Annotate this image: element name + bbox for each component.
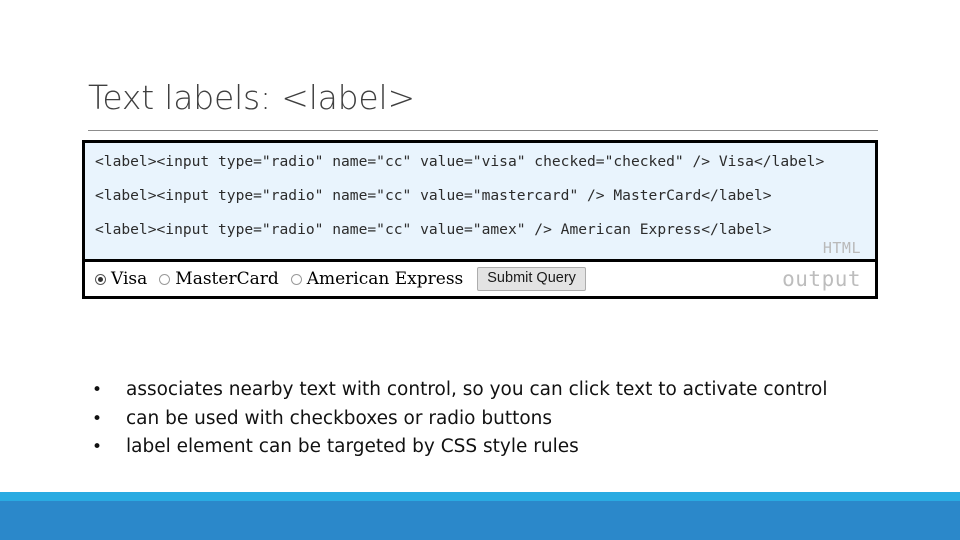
radio-label-visa: Visa [111, 269, 148, 289]
output-panel: Visa MasterCard American Express Submit … [85, 262, 875, 296]
output-tag: output [782, 267, 861, 291]
radio-option-visa[interactable]: Visa [95, 269, 147, 289]
code-output-frame: <label><input type="radio" name="cc" val… [82, 140, 878, 299]
code-panel: <label><input type="radio" name="cc" val… [85, 143, 875, 259]
bullet-text: label element can be targeted by CSS sty… [126, 436, 579, 457]
submit-query-button[interactable]: Submit Query [477, 267, 586, 291]
footer-band-light [0, 492, 960, 501]
bullet-text: can be used with checkboxes or radio but… [126, 407, 553, 429]
code-line-amex: <label><input type="radio" name="cc" val… [95, 221, 772, 238]
language-tag: HTML [822, 239, 861, 257]
code-line-visa: <label><input type="radio" name="cc" val… [95, 153, 825, 170]
bullet-marker: • [92, 380, 103, 400]
footer-band-dark [0, 501, 960, 540]
radio-option-amex[interactable]: American Express [290, 269, 464, 289]
radio-group: Visa MasterCard American Express [95, 269, 475, 289]
title-divider [88, 130, 878, 131]
radio-option-mastercard[interactable]: MasterCard [159, 269, 279, 289]
list-item: • associates nearby text with control, s… [88, 376, 878, 405]
radio-label-mastercard: MasterCard [175, 269, 279, 289]
code-block: <label><input type="radio" name="cc" val… [85, 185, 875, 207]
frame-divider [85, 259, 875, 262]
bullet-marker: • [92, 408, 103, 429]
radio-unselected-icon[interactable] [290, 273, 302, 285]
list-item: • can be used with checkboxes or radio b… [88, 405, 878, 434]
bullet-marker: • [92, 437, 103, 457]
code-block: <label><input type="radio" name="cc" val… [85, 151, 875, 173]
radio-label-amex: American Express [306, 269, 464, 289]
list-item: • label element can be targeted by CSS s… [88, 433, 878, 462]
code-block: <label><input type="radio" name="cc" val… [85, 219, 875, 241]
code-line-mastercard: <label><input type="radio" name="cc" val… [95, 187, 772, 204]
radio-unselected-icon[interactable] [159, 273, 171, 285]
bullet-text: associates nearby text with control, so … [126, 379, 828, 400]
radio-selected-icon[interactable] [95, 273, 106, 285]
bullet-list: • associates nearby text with control, s… [88, 376, 878, 462]
page-title: Text labels: <label> [88, 78, 415, 117]
